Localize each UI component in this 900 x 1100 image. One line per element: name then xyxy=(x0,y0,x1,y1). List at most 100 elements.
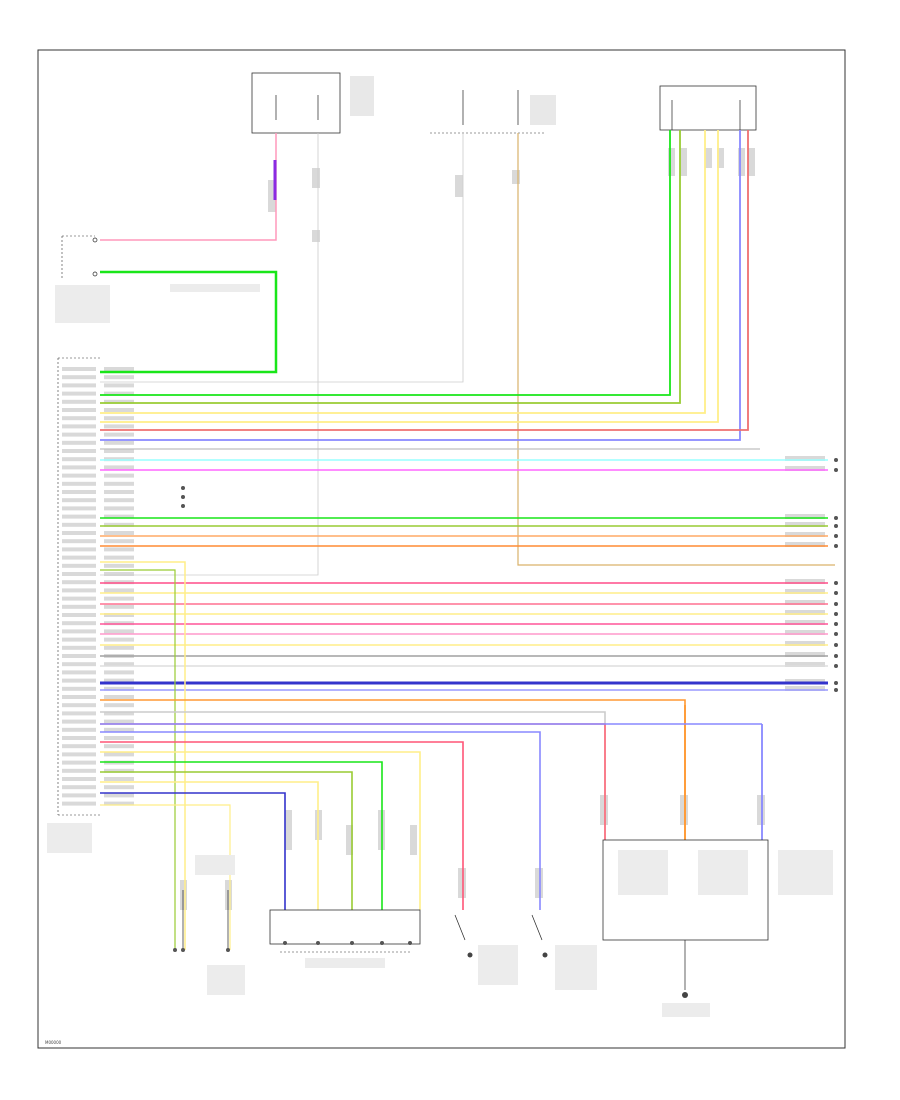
pin-label xyxy=(62,424,96,429)
pin-label xyxy=(62,473,96,478)
wire-upper-bus-1 xyxy=(100,130,681,404)
connector-icon xyxy=(173,948,177,952)
pin-number xyxy=(104,637,134,642)
pin-label xyxy=(62,727,96,732)
wire-drop-4 xyxy=(100,741,464,910)
wire-color-label xyxy=(785,456,825,461)
wire-color-label xyxy=(180,880,187,910)
wire-tan xyxy=(517,133,835,566)
pin-number xyxy=(104,391,134,396)
wire-color-label xyxy=(717,148,724,168)
pin-number xyxy=(104,383,134,388)
figure-code: M00000 xyxy=(45,1040,62,1045)
wire-color-label xyxy=(785,542,825,547)
wire-color-label xyxy=(705,148,712,168)
wire-color-label xyxy=(785,589,825,594)
connector-icon xyxy=(408,941,412,945)
pin-label xyxy=(62,514,96,519)
pin-label xyxy=(62,457,96,462)
pin-label xyxy=(62,531,96,535)
pin-number xyxy=(104,539,134,544)
pin-number xyxy=(104,588,134,593)
connector-icon xyxy=(834,688,838,692)
wire-color-label xyxy=(458,868,466,898)
pin-label xyxy=(62,440,96,445)
wire-drop-9 xyxy=(100,792,286,910)
pressure-switch-right xyxy=(531,914,597,990)
pin-label xyxy=(62,506,96,511)
pin-label xyxy=(62,367,96,371)
pin-number xyxy=(104,498,134,503)
connector-icon xyxy=(834,632,838,636)
connector-icon xyxy=(834,458,838,462)
pin-number xyxy=(104,711,134,716)
pin-label xyxy=(62,711,96,716)
pin-number xyxy=(104,490,134,494)
pin-label xyxy=(62,432,96,437)
wire-color-label xyxy=(785,522,825,527)
wire-color-label xyxy=(268,180,276,212)
wire-layer xyxy=(100,130,835,950)
pin-label xyxy=(62,490,96,494)
pin-number xyxy=(104,481,134,486)
wire-color-label xyxy=(785,610,825,615)
pin-number xyxy=(104,514,134,519)
control-module-connector xyxy=(47,357,100,853)
pin-label xyxy=(62,449,96,453)
pin-label xyxy=(62,399,96,404)
wire-upper-bus-5 xyxy=(100,130,749,431)
pin-label xyxy=(62,383,96,388)
pin-number xyxy=(104,555,134,560)
pin-number xyxy=(104,572,134,576)
pin-number xyxy=(104,645,134,650)
wire-color-label xyxy=(535,868,543,898)
clutch-pressure-sensors xyxy=(602,839,833,1017)
wire-color-label xyxy=(785,532,825,537)
pin-label xyxy=(62,588,96,593)
connector-icon xyxy=(834,602,838,606)
connector-icon xyxy=(834,516,838,520)
pin-label xyxy=(62,596,96,601)
pin-label xyxy=(62,555,96,560)
pin-number xyxy=(104,662,134,667)
wire-color-label xyxy=(785,600,825,605)
wire-color-label xyxy=(312,230,320,242)
connector-icon xyxy=(380,941,384,945)
pin-number xyxy=(104,604,134,609)
pin-label xyxy=(62,629,96,634)
pin-label xyxy=(62,662,96,667)
wire-color-label xyxy=(455,175,463,197)
pin-label xyxy=(62,621,96,626)
wire-color-label xyxy=(512,170,520,184)
pin-label xyxy=(62,547,96,552)
wire-color-label xyxy=(600,795,608,825)
pin-label xyxy=(62,695,96,699)
pin-number xyxy=(104,744,134,749)
connector-markers xyxy=(173,458,838,952)
pin-label xyxy=(62,375,96,380)
pin-number xyxy=(104,547,134,552)
connector-icon xyxy=(316,941,320,945)
pin-label xyxy=(62,572,96,576)
connector-icon xyxy=(834,581,838,585)
connector-icon xyxy=(283,941,287,945)
pin-label xyxy=(62,465,96,470)
pin-label xyxy=(62,801,96,806)
wire-pink-pedal xyxy=(100,133,277,241)
pin-label xyxy=(62,654,96,658)
pin-number xyxy=(104,449,134,453)
pin-number xyxy=(104,506,134,511)
wire-upper-bus-2 xyxy=(100,130,706,414)
wire-color-label xyxy=(312,168,320,188)
pin-label xyxy=(62,416,96,421)
wire-color-label xyxy=(785,579,825,584)
pin-number xyxy=(104,727,134,732)
pin-number xyxy=(104,629,134,634)
pin-number xyxy=(104,563,134,568)
wire-color-label xyxy=(785,630,825,635)
wire-drop-8 xyxy=(100,781,319,910)
wire-drop-0 xyxy=(100,699,686,840)
pin-label xyxy=(62,744,96,749)
pin-number xyxy=(104,801,134,806)
